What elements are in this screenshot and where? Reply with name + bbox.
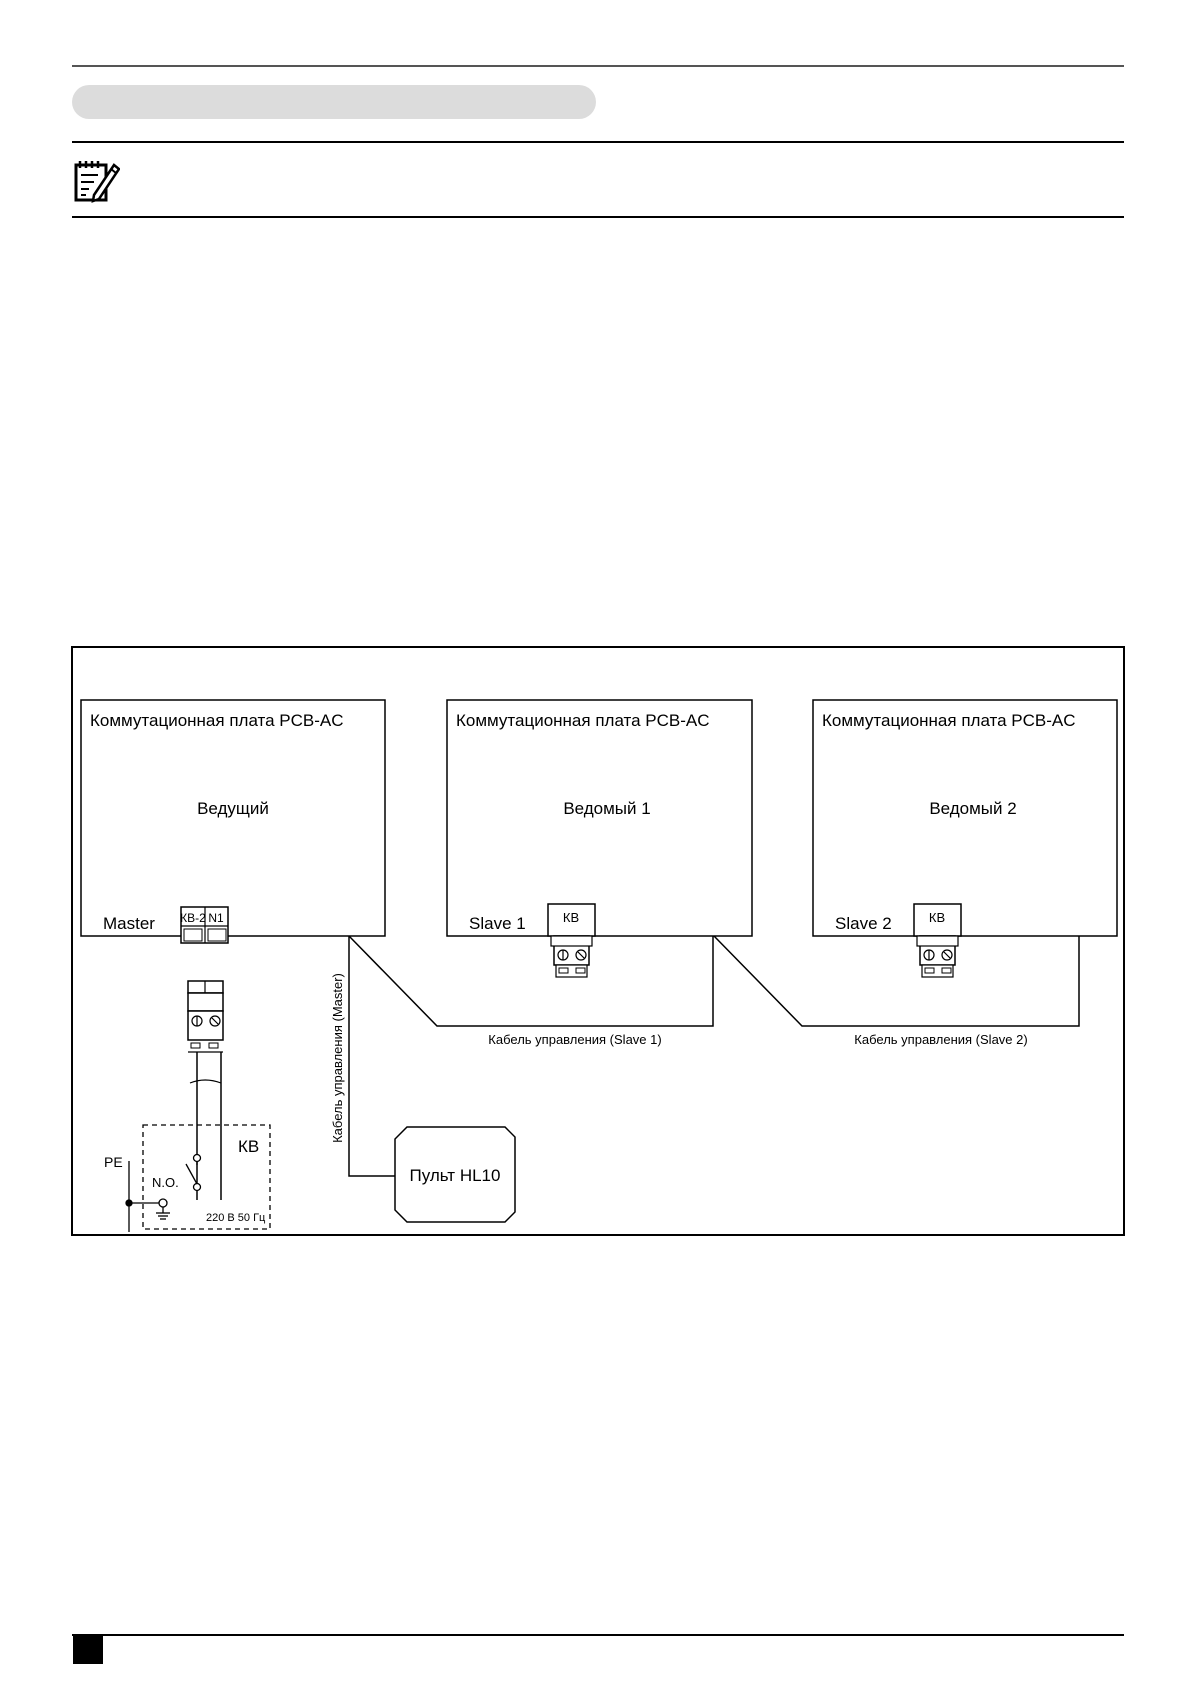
note-icon bbox=[74, 161, 120, 203]
board-role: Ведущий bbox=[197, 799, 269, 818]
board-role: Ведомый 1 bbox=[563, 799, 650, 818]
cable-slave-2 bbox=[713, 935, 1080, 1027]
remote-box bbox=[394, 1126, 516, 1223]
no-contact-label: N.O. bbox=[152, 1175, 179, 1190]
kb-enclosure bbox=[142, 1124, 271, 1230]
note-rule-bottom bbox=[72, 216, 1124, 218]
remote-label: Пульт HL10 bbox=[410, 1166, 501, 1185]
board-role: Ведомый 2 bbox=[929, 799, 1016, 818]
cable-slave-2-label: Кабель управления (Slave 2) bbox=[854, 1032, 1027, 1047]
page-number-block bbox=[73, 1636, 103, 1664]
footer-rule bbox=[72, 1634, 1124, 1636]
terminal-label-kb2: КВ-2 bbox=[180, 911, 206, 925]
cable-slave-1 bbox=[348, 935, 714, 1027]
ground-symbol bbox=[125, 1161, 170, 1232]
board-slave-1: Коммутационная плата PCB-AC Ведомый 1 Sl… bbox=[446, 699, 753, 978]
remote-hl10: Пульт HL10 bbox=[394, 1126, 516, 1223]
no-switch-symbol bbox=[185, 1153, 202, 1192]
board-port-label: Slave 2 bbox=[835, 914, 892, 933]
diagram-frame bbox=[71, 646, 1125, 1236]
supply-label: 220 В 50 Гц bbox=[206, 1212, 266, 1224]
cable-slave-1-label: Кабель управления (Slave 1) bbox=[488, 1032, 661, 1047]
kb-connector bbox=[187, 980, 224, 1053]
header-rule-top bbox=[72, 65, 1124, 67]
kb-label: КВ bbox=[238, 1137, 259, 1156]
pe-label: PE bbox=[104, 1154, 123, 1170]
section-title-bar bbox=[72, 85, 596, 119]
board-box bbox=[80, 699, 386, 937]
board-title: Коммутационная плата PCB-AC bbox=[90, 711, 344, 730]
board-box bbox=[812, 699, 1118, 937]
board-box bbox=[446, 699, 753, 937]
terminal-label-n1: N1 bbox=[208, 911, 224, 925]
cable-master bbox=[348, 936, 395, 1177]
cable-master-label: Кабель управления (Master) bbox=[330, 973, 345, 1143]
note-rule-top bbox=[72, 141, 1124, 143]
terminal-header bbox=[547, 903, 596, 937]
terminal-label: КВ bbox=[929, 910, 945, 925]
board-master: Коммутационная плата PCB-AC Ведущий Mast… bbox=[80, 699, 386, 944]
kb-wires bbox=[189, 1052, 222, 1200]
terminal-label: КВ bbox=[563, 910, 579, 925]
terminal-header bbox=[913, 903, 962, 937]
board-port-label: Master bbox=[103, 914, 155, 933]
board-slave-2: Коммутационная плата PCB-AC Ведомый 2 Sl… bbox=[812, 699, 1118, 978]
board-port-label: Slave 1 bbox=[469, 914, 526, 933]
board-title: Коммутационная плата PCB-AC bbox=[822, 711, 1076, 730]
board-title: Коммутационная плата PCB-AC bbox=[456, 711, 710, 730]
